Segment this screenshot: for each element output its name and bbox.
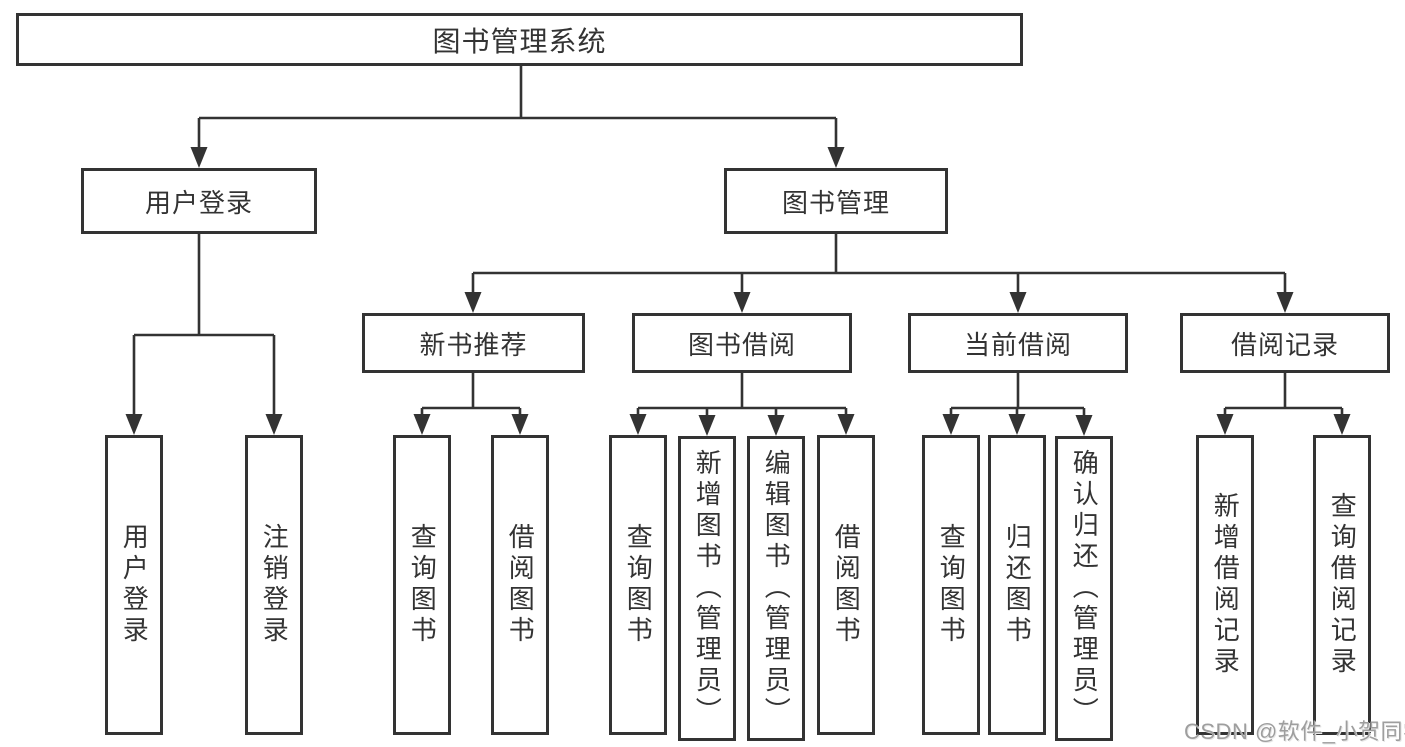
node-label: 图书管理 [781,187,890,218]
node-leaf-logout: 注销登录 [245,435,303,735]
node-label: 注销登录 [259,523,290,647]
node-leaf-query-book-borrowing: 查询图书 [609,435,667,735]
node-label: 查询图书 [623,523,654,647]
node-leaf-add-borrow-record: 新增借阅记录 [1196,435,1254,735]
node-label: 图书借阅 [687,329,796,360]
node-library-management-system: 图书管理系统 [16,13,1023,66]
node-current-borrowing: 当前借阅 [908,313,1128,373]
node-label: 图书管理系统 [432,25,607,57]
node-leaf-borrow-book-recommend: 借阅图书 [491,435,549,735]
node-label: 新书推荐 [419,329,528,360]
node-label: 用户登录 [119,523,150,647]
node-leaf-user-login: 用户登录 [105,435,163,735]
node-leaf-return-book: 归还图书 [988,435,1046,735]
node-label: 借阅图书 [831,523,862,647]
node-leaf-confirm-return-admin: 确认归还（管理员） [1055,436,1113,741]
node-label: 当前借阅 [963,329,1072,360]
node-label: 查询借阅记录 [1327,492,1358,678]
node-leaf-borrow-book-borrowing: 借阅图书 [817,435,875,735]
node-label: 借阅图书 [505,523,536,647]
node-book-borrowing: 图书借阅 [632,313,852,373]
node-label: 编辑图书（管理员） [761,449,792,728]
node-borrowing-records: 借阅记录 [1180,313,1390,373]
node-label: 用户登录 [144,187,253,218]
node-leaf-query-book-current: 查询图书 [922,435,980,735]
node-book-management: 图书管理 [724,168,948,234]
node-user-login: 用户登录 [81,168,317,234]
node-label: 确认归还（管理员） [1069,449,1100,728]
node-label: 查询图书 [407,523,438,647]
node-new-book-recommend: 新书推荐 [362,313,585,373]
node-leaf-add-book-admin: 新增图书（管理员） [678,436,736,741]
csdn-watermark: CSDN @软件_小贺同学 [1184,719,1405,744]
node-leaf-query-book-recommend: 查询图书 [393,435,451,735]
node-leaf-edit-book-admin: 编辑图书（管理员） [747,436,805,741]
node-label: 新增图书（管理员） [692,449,723,728]
node-label: 查询图书 [936,523,967,647]
node-leaf-query-borrow-record: 查询借阅记录 [1313,435,1371,735]
node-label: 归还图书 [1002,523,1033,647]
node-label: 借阅记录 [1230,329,1339,360]
node-label: 新增借阅记录 [1210,492,1241,678]
